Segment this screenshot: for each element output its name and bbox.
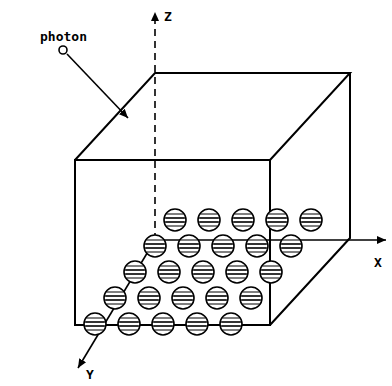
atom	[178, 235, 200, 257]
atom	[172, 287, 194, 309]
axis-label: X	[374, 256, 382, 269]
atom	[198, 209, 220, 231]
atom	[118, 313, 140, 335]
atom	[220, 313, 242, 335]
atom	[260, 261, 282, 283]
axis-label: Z	[164, 10, 172, 23]
photon-label: photon	[40, 30, 87, 43]
atom	[164, 209, 186, 231]
atom	[138, 287, 160, 309]
atom	[104, 287, 126, 309]
atom	[152, 313, 174, 335]
atom-lattice	[84, 209, 322, 335]
photon-arrow	[59, 46, 128, 118]
atom	[158, 261, 180, 283]
atom	[266, 209, 288, 231]
atom	[144, 235, 166, 257]
atom	[206, 287, 228, 309]
cube-outline	[75, 73, 350, 325]
atom	[124, 261, 146, 283]
atom	[226, 261, 248, 283]
atom	[240, 287, 262, 309]
atom	[192, 261, 214, 283]
atom	[232, 209, 254, 231]
atom	[84, 313, 106, 335]
atom	[300, 209, 322, 231]
atom	[186, 313, 208, 335]
atom	[246, 235, 268, 257]
axis-label: Y	[86, 368, 94, 381]
atom	[212, 235, 234, 257]
atom	[280, 235, 302, 257]
axes	[78, 12, 386, 368]
